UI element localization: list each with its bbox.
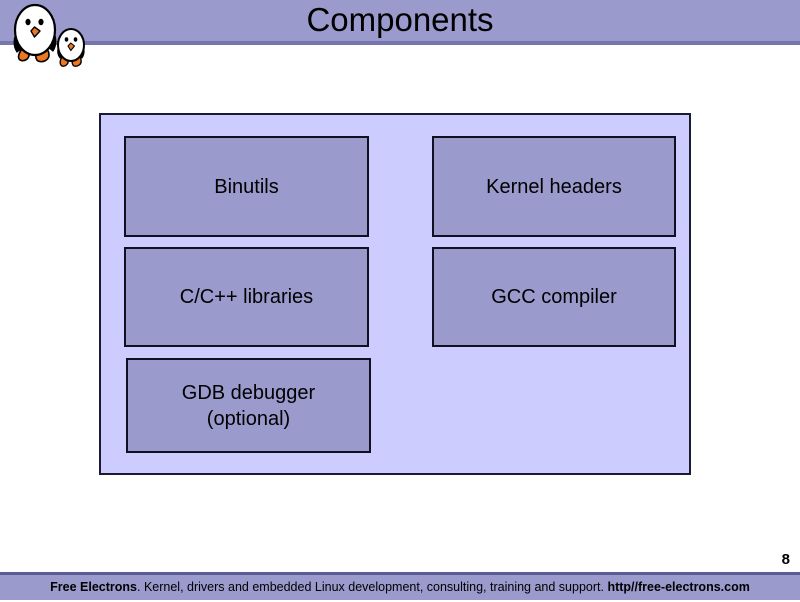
footer-text: Free Electrons. Kernel, drivers and embe… [0, 572, 800, 600]
footer-url-link[interactable]: http//free-electrons.com [607, 580, 750, 594]
footer-bar [0, 572, 800, 600]
component-box-cpp-libraries[interactable]: C/C++ libraries [124, 247, 369, 347]
component-box-kernel-headers[interactable]: Kernel headers [432, 136, 676, 237]
component-box-label: C/C++ libraries [179, 286, 314, 308]
component-box-label: Kernel headers [486, 175, 622, 198]
free-electrons-penguins-logo [4, 0, 104, 70]
component-box-gcc-compiler[interactable]: GCC compiler [432, 247, 676, 347]
footer-tagline: Kernel, drivers and embedded Linux devel… [143, 580, 608, 594]
component-box-label: Binutils [214, 175, 279, 198]
footer-brand: Free Electrons [50, 580, 137, 594]
component-box-gdb-debugger[interactable]: GDB debugger (optional) [126, 358, 371, 453]
page-title: Components [306, 1, 494, 38]
header-separator-rule [0, 41, 800, 45]
component-box-label: GDB debugger (optional) [181, 381, 316, 430]
page-number: 8 [781, 551, 790, 568]
toolchain-components-diagram: Binutils C/C++ libraries GDB debugger (o… [99, 113, 691, 475]
header-band [0, 0, 800, 41]
component-box-label: GCC compiler [491, 286, 617, 308]
component-box-binutils[interactable]: Binutils [124, 136, 369, 237]
footer-separator: . [137, 580, 144, 594]
